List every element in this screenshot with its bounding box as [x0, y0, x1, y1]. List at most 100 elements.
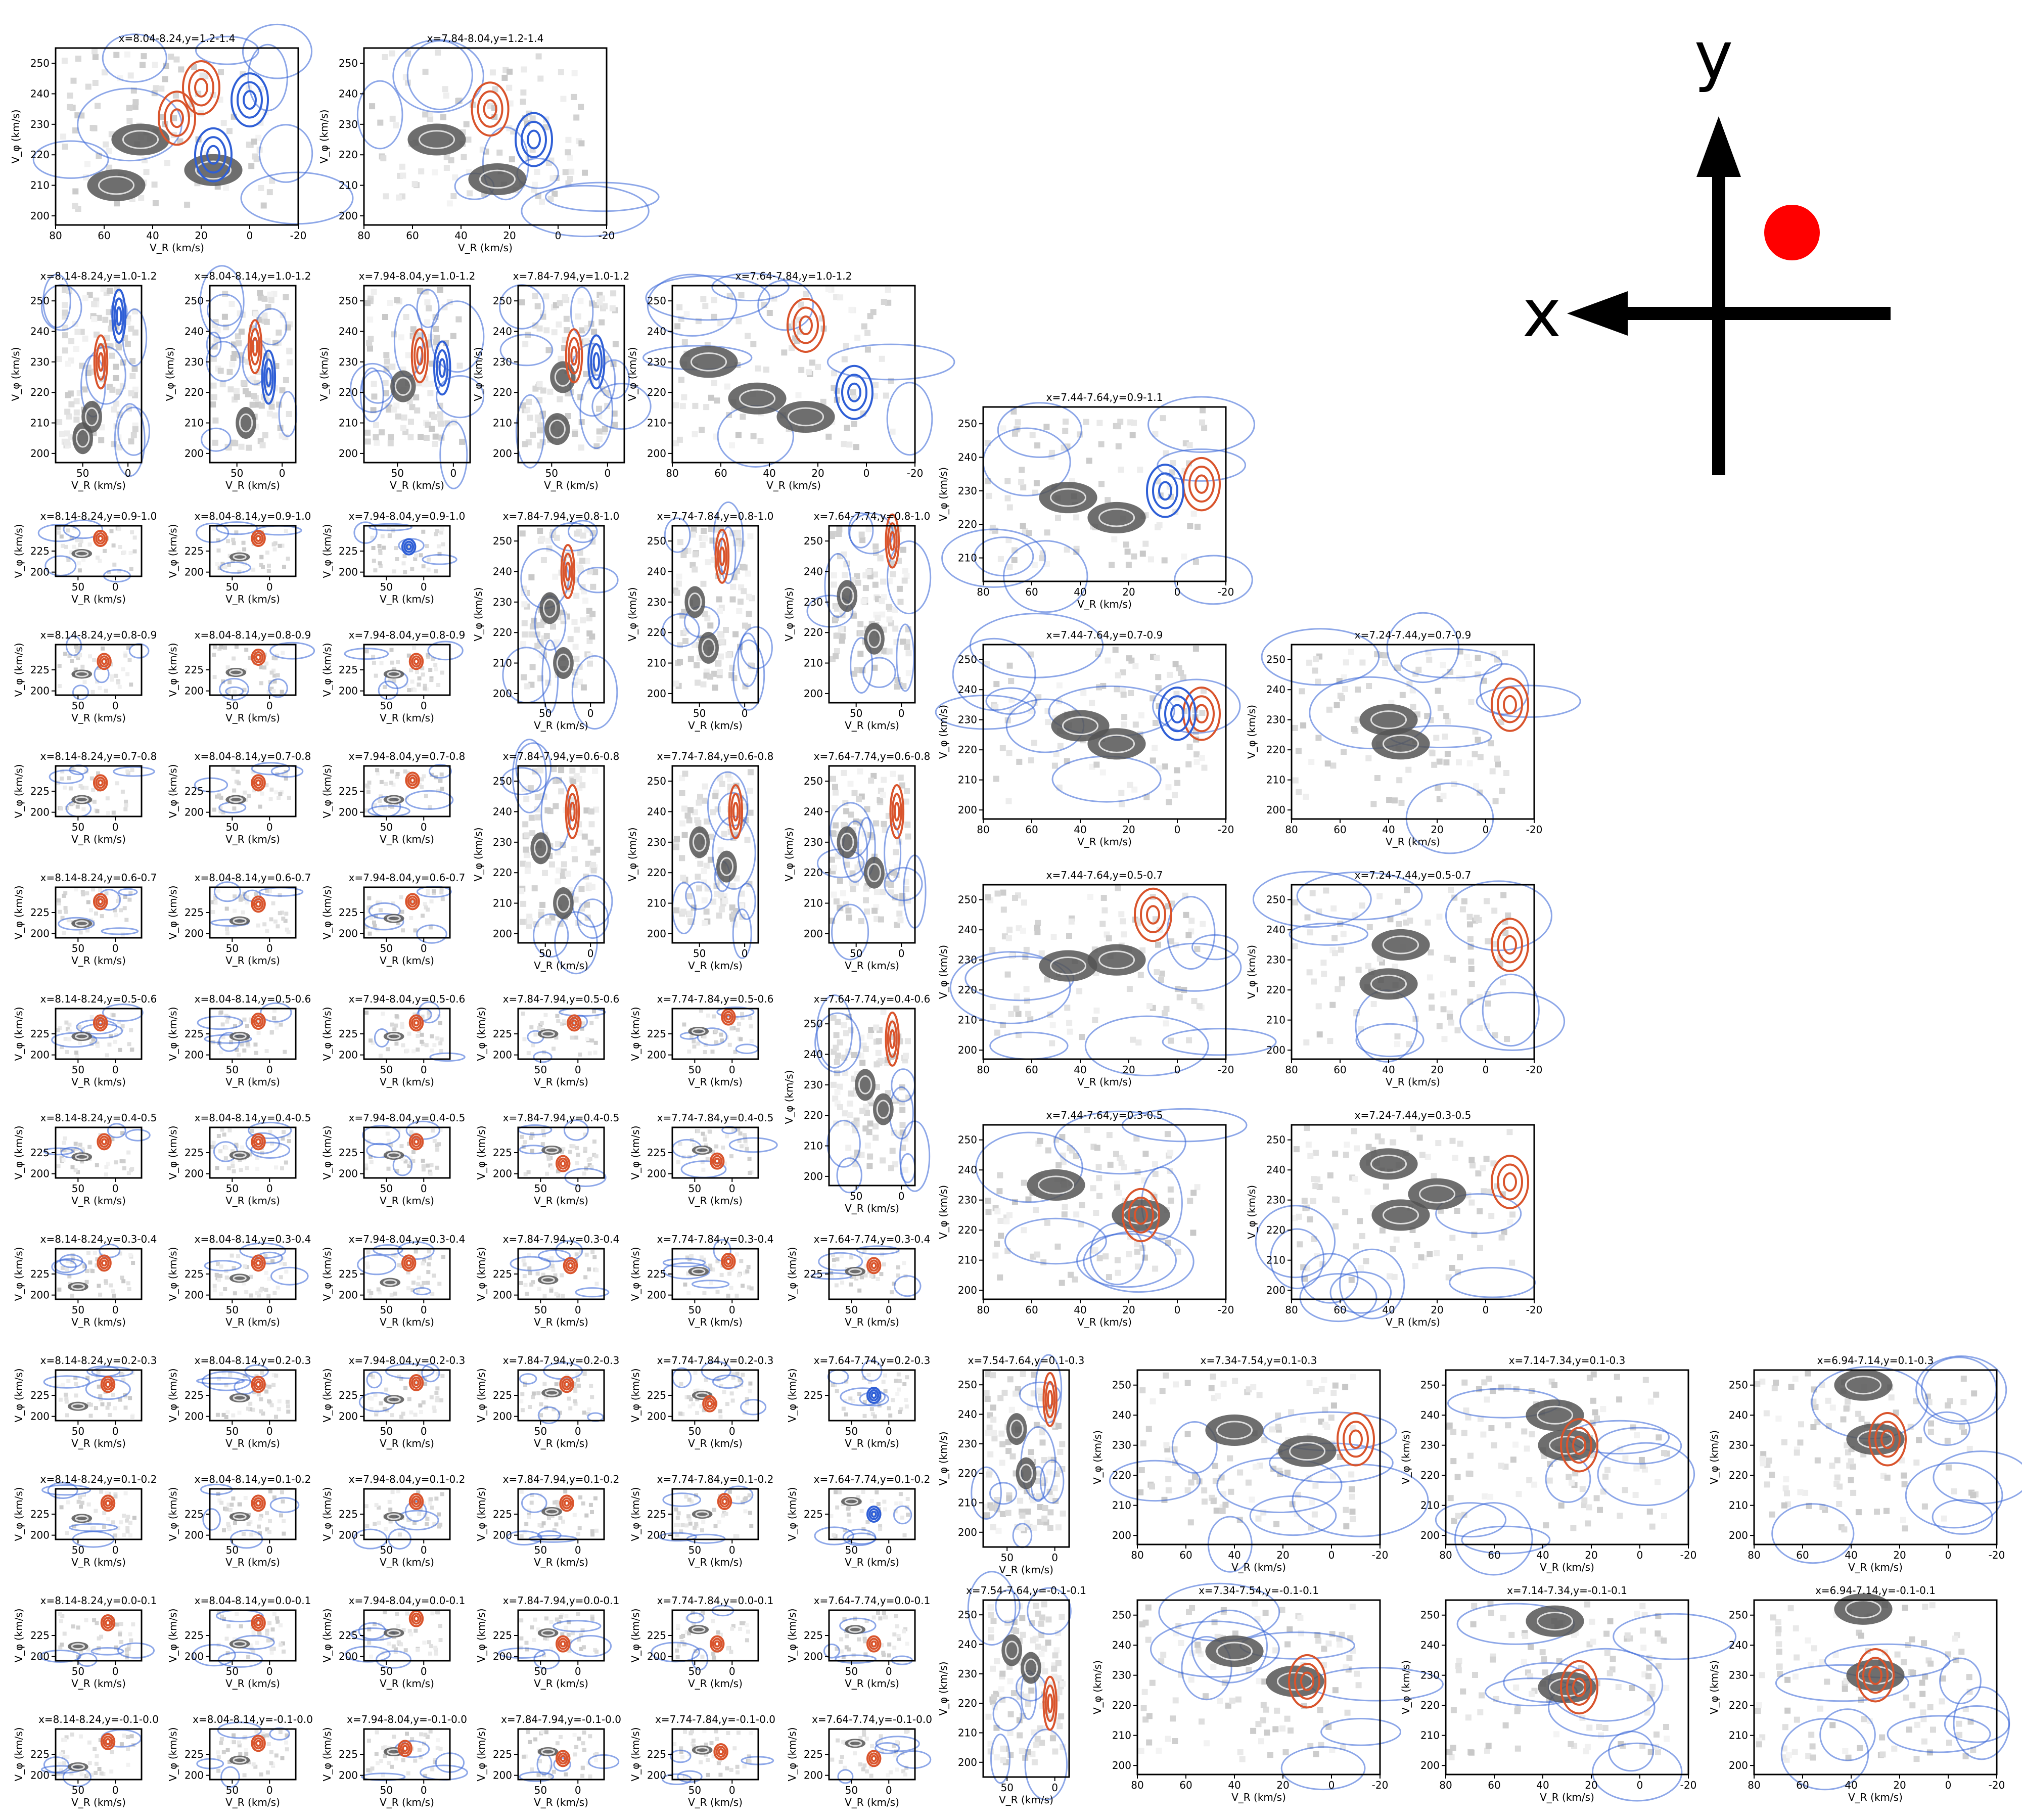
density-pixel — [526, 398, 532, 405]
density-pixel — [1359, 1233, 1365, 1239]
density-pixel — [367, 931, 372, 936]
density-pixel — [95, 103, 101, 109]
density-pixel — [104, 1172, 108, 1177]
negative-contour — [579, 374, 614, 449]
density-blob — [530, 832, 552, 864]
positive-contour — [1503, 935, 1517, 955]
density-pixel — [66, 528, 70, 533]
density-pixel — [1354, 1145, 1360, 1152]
density-pixel — [128, 438, 134, 445]
y-tick-label: 200 — [958, 1044, 977, 1056]
density-pixel — [1031, 740, 1037, 746]
density-pixel — [387, 1139, 391, 1143]
panel-title: x=7.84-7.94,y=1.0-1.2 — [513, 270, 630, 282]
density-pixel — [596, 428, 603, 435]
density-pixel — [231, 341, 237, 348]
density-pixel — [746, 594, 752, 600]
positive-contour — [97, 898, 104, 905]
density-pixel — [1305, 1142, 1312, 1148]
negative-contour — [258, 124, 313, 183]
density-pixel — [830, 1015, 837, 1021]
density-pixel — [550, 1264, 555, 1268]
density-pixel — [428, 668, 433, 672]
negative-contour — [1146, 464, 1184, 518]
density-contour — [1098, 508, 1135, 527]
density-pixel — [233, 690, 237, 694]
y-tick-label: 240 — [804, 566, 823, 578]
y-tick-label: 210 — [493, 657, 512, 669]
density-pixel — [1006, 504, 1013, 511]
density-pixel — [267, 1384, 272, 1389]
density-pixel — [692, 1039, 696, 1043]
density-pixel — [863, 885, 869, 892]
density-pixel — [225, 665, 230, 670]
density-pixel — [1321, 971, 1327, 977]
density-pixel — [833, 1032, 840, 1038]
density-pixel — [424, 319, 431, 326]
density-pixel — [1152, 1161, 1158, 1168]
density-pixel — [545, 1171, 549, 1176]
y-tick-label: 240 — [958, 684, 977, 696]
density-contour — [233, 554, 247, 561]
density-pixel — [565, 413, 571, 419]
y-tick-label: 250 — [958, 418, 977, 430]
negative-contour — [645, 275, 771, 321]
density-pixel — [848, 1027, 854, 1034]
density-pixel — [232, 351, 238, 357]
density-pixel — [456, 362, 463, 369]
panel-frame — [363, 47, 608, 226]
x-tick-label: 0 — [742, 947, 748, 960]
density-pixel — [1031, 562, 1038, 568]
density-pixel — [371, 546, 376, 550]
y-axis-label: V_φ (km/s) — [167, 1125, 179, 1179]
density-pixel — [520, 1134, 524, 1139]
density-pixel — [832, 1263, 837, 1268]
density-pixel — [85, 891, 89, 896]
density-pixel — [579, 327, 585, 334]
y-tick-label: 220 — [804, 626, 823, 639]
positive-contour — [893, 802, 900, 822]
density-pixel — [113, 52, 120, 58]
density-pixel — [1106, 1274, 1112, 1281]
density-pixel — [537, 422, 544, 429]
x-tick-label: 0 — [421, 821, 427, 833]
density-pixel — [68, 786, 73, 791]
negative-contour — [102, 1004, 144, 1022]
x-tick-label: 60 — [406, 230, 419, 242]
density-pixel — [1166, 799, 1172, 805]
density-pixel — [152, 62, 158, 68]
density-pixel — [537, 427, 543, 434]
density-pixel — [387, 300, 393, 306]
density-pixel — [411, 181, 418, 188]
x-tick-label: 0 — [266, 821, 273, 833]
x-tick-label: 0 — [266, 1304, 273, 1316]
density-pixel — [506, 84, 513, 91]
density-pixel — [1431, 761, 1438, 768]
y-axis-label: V_φ (km/s) — [13, 764, 25, 818]
density-pixel — [578, 104, 584, 110]
density-pixel — [1323, 887, 1329, 894]
density-pixel — [527, 415, 533, 421]
x-axis-label: V_R (km/s) — [534, 1076, 588, 1088]
density-pixel — [410, 679, 415, 684]
density-pixel — [1469, 1162, 1476, 1169]
density-pixel — [113, 1406, 117, 1410]
density-pixel — [689, 1254, 694, 1259]
y-tick-label: 220 — [339, 386, 358, 398]
density-pixel — [1055, 1162, 1062, 1168]
y-tick-label: 210 — [30, 417, 50, 429]
density-pixel — [521, 674, 527, 680]
density-pixel — [712, 685, 718, 691]
density-pixel — [588, 808, 594, 815]
density-pixel — [718, 892, 724, 899]
density-contour — [739, 389, 776, 408]
density-pixel — [847, 1112, 853, 1118]
density-pixel — [128, 326, 134, 332]
density-pixel — [56, 356, 62, 362]
density-pixel — [1330, 762, 1337, 769]
x-tick-label: 0 — [886, 1304, 892, 1316]
density-pixel — [1172, 792, 1178, 798]
